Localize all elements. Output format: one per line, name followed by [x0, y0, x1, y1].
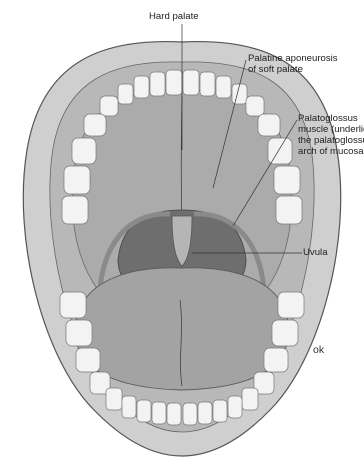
label-uvula: Uvula: [303, 247, 328, 258]
label-line: of soft palate: [248, 64, 338, 75]
label-line: Palatoglossus: [298, 113, 364, 124]
label-palatoglossus: Palatoglossus muscle (underlies the pala…: [298, 113, 364, 157]
stray-text-ok: ok: [313, 345, 324, 356]
label-hard-palate: Hard palate: [149, 11, 199, 22]
label-line: the palatoglossus: [298, 135, 364, 146]
label-line: muscle (underlies: [298, 124, 364, 135]
tongue: [75, 268, 288, 390]
label-line: arch of mucosa): [298, 146, 364, 157]
label-palatine-aponeurosis: Palatine aponeurosis of soft palate: [248, 53, 338, 75]
label-line: Palatine aponeurosis: [248, 53, 338, 64]
